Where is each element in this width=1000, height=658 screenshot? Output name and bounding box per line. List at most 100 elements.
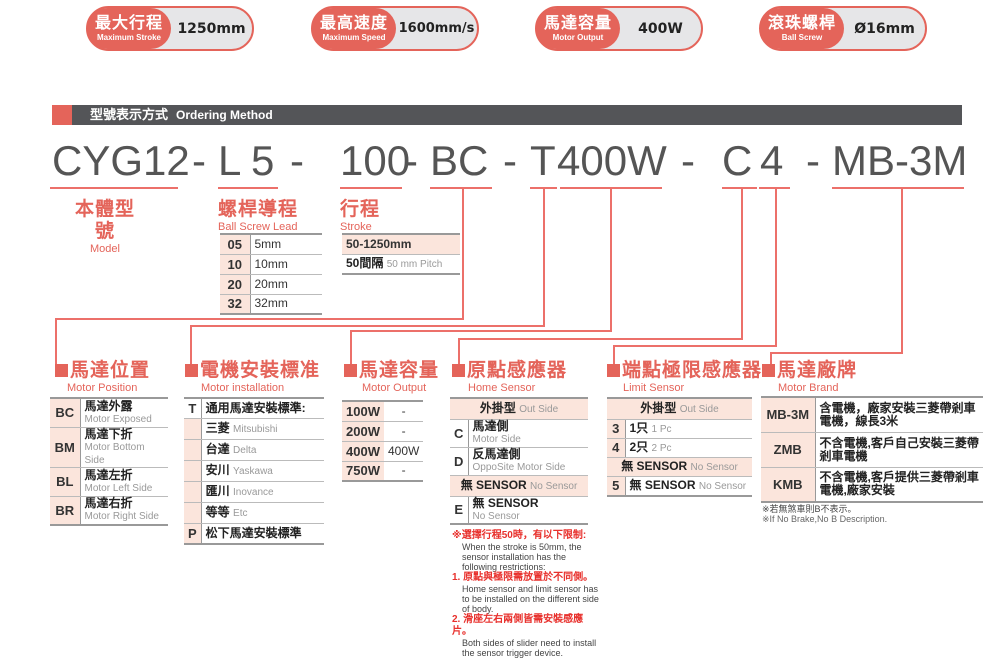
connector xyxy=(462,187,464,320)
square-bullet-icon xyxy=(452,364,465,377)
home-zh: 馬達側 xyxy=(472,419,509,433)
square-bullet-icon xyxy=(607,364,620,377)
note-title-en: When the stroke is 50mm, the sensor inst… xyxy=(462,542,582,572)
table-row: 750W- xyxy=(342,461,424,482)
position-key: BR xyxy=(50,496,80,526)
limit-en: 2 Pc xyxy=(651,442,672,454)
output-key: 400W xyxy=(342,441,384,462)
connector xyxy=(55,318,57,364)
lead-key: 20 xyxy=(220,274,250,295)
home-key: E xyxy=(450,496,468,525)
section-title: 電機安裝標准 xyxy=(200,360,321,381)
section-title: 端點極限感應器 xyxy=(622,360,763,381)
connector xyxy=(458,338,460,364)
limit-zh: 無 SENSOR xyxy=(629,477,696,492)
note-2-en: Both sides of slider need to install the… xyxy=(462,638,597,658)
lead-value: 32mm xyxy=(249,294,322,315)
output-value: - xyxy=(383,461,424,482)
underline xyxy=(722,187,757,189)
connector xyxy=(613,345,777,347)
position-key: BL xyxy=(50,467,80,497)
connector xyxy=(190,325,545,327)
section-subtitle: Motor Position xyxy=(67,382,138,394)
lead-key: 32 xyxy=(220,294,250,315)
section-lead: 螺桿導程 Ball Screw Lead xyxy=(218,199,298,234)
lead-value: 10mm xyxy=(249,254,322,275)
home-none-en: No Sensor xyxy=(530,480,578,492)
code-dash: - xyxy=(404,137,418,184)
table-row: 外掛型 Out Side xyxy=(607,397,752,420)
home-notes: ※選擇行程50時，有以下限制: When the stroke is 50mm,… xyxy=(452,530,602,658)
section-home: 原點感應器 Home Sensor xyxy=(452,360,567,395)
output-key: 750W xyxy=(342,461,384,482)
section-title: 行程 xyxy=(340,199,381,220)
brand-desc: 不含電機,客戶提供三菱帶剎車電機,廠家安裝 xyxy=(814,467,983,503)
home-outside: 外掛型 xyxy=(479,400,516,415)
section-position: 馬達位置 Motor Position xyxy=(55,360,150,395)
connector xyxy=(350,330,612,332)
section-brand: 馬達廠牌 Motor Brand xyxy=(762,360,857,395)
code-position: BC xyxy=(430,137,489,184)
underline xyxy=(832,187,964,189)
section-subtitle: Motor installation xyxy=(201,382,285,394)
table-row: 安川 Yaskawa xyxy=(184,460,324,482)
lead-value: 5mm xyxy=(249,233,322,255)
home-key: C xyxy=(450,419,468,448)
header-zh: 型號表示方式 xyxy=(90,107,169,122)
code-brand: MB-3M xyxy=(832,137,968,184)
header-en: Ordering Method xyxy=(176,108,273,122)
connector xyxy=(55,318,464,320)
table-row: 等等 Etc xyxy=(184,502,324,524)
section-title: 本體型號 xyxy=(74,199,135,242)
section-title: 馬達廠牌 xyxy=(777,360,858,381)
square-bullet-icon xyxy=(55,364,68,377)
note-1: 1. 原點與極限需放置於不同側。 xyxy=(452,572,594,583)
lead-value: 20mm xyxy=(249,274,322,295)
brand-en: Etc xyxy=(233,507,248,519)
section-output: 馬達容量 Motor Output xyxy=(344,360,439,395)
home-key: D xyxy=(450,447,468,476)
table-row: 無 SENSOR No Sensor xyxy=(450,475,588,497)
spec-tag: 馬達容量 Motor Output xyxy=(536,8,621,49)
section-title: 馬達容量 xyxy=(359,360,440,381)
home-outside-en: Out Side xyxy=(519,403,559,415)
section-title: 螺桿導程 xyxy=(218,199,299,220)
spec-max-speed: 最高速度 Maximum Speed 1600mm/s xyxy=(311,6,479,51)
lead-key: 10 xyxy=(220,254,250,275)
section-stroke: 行程 Stroke xyxy=(340,199,380,234)
underline xyxy=(340,187,402,189)
limit-key: 4 xyxy=(607,438,625,458)
limit-none-en: No Sensor xyxy=(690,461,738,473)
code-dash: - xyxy=(290,137,304,184)
square-bullet-icon xyxy=(344,364,357,377)
brand-key: KMB xyxy=(761,467,815,503)
section-title: 原點感應器 xyxy=(467,360,568,381)
code-lead-prefix: L xyxy=(218,137,242,184)
section-model: 本體型號 Model xyxy=(66,199,144,256)
table-row: 無 SENSOR No Sensor xyxy=(607,457,752,477)
section-subtitle: Ball Screw Lead xyxy=(218,221,298,233)
brand-zh: 三菱 xyxy=(205,420,230,435)
code-output: 400W xyxy=(557,137,667,184)
brand-desc: 不含電機,客戶自己安裝三菱帶剎車電機 xyxy=(814,432,983,468)
code-lead: 5 xyxy=(251,137,275,184)
brand-zh: 台達 xyxy=(205,441,230,456)
table-row: 200W- xyxy=(342,421,424,442)
table-row: 外掛型 Out Side xyxy=(450,397,588,420)
section-subtitle: Motor Output xyxy=(362,382,427,394)
position-zh: 馬達外露 xyxy=(84,398,133,413)
spec-tag: 滾珠螺桿 Ball Screw xyxy=(760,8,845,49)
table-row: 50間隔 50 mm Pitch xyxy=(342,254,460,275)
spec-label-en: Maximum Stroke xyxy=(96,32,162,42)
output-value: - xyxy=(383,421,424,442)
square-bullet-icon xyxy=(185,364,198,377)
